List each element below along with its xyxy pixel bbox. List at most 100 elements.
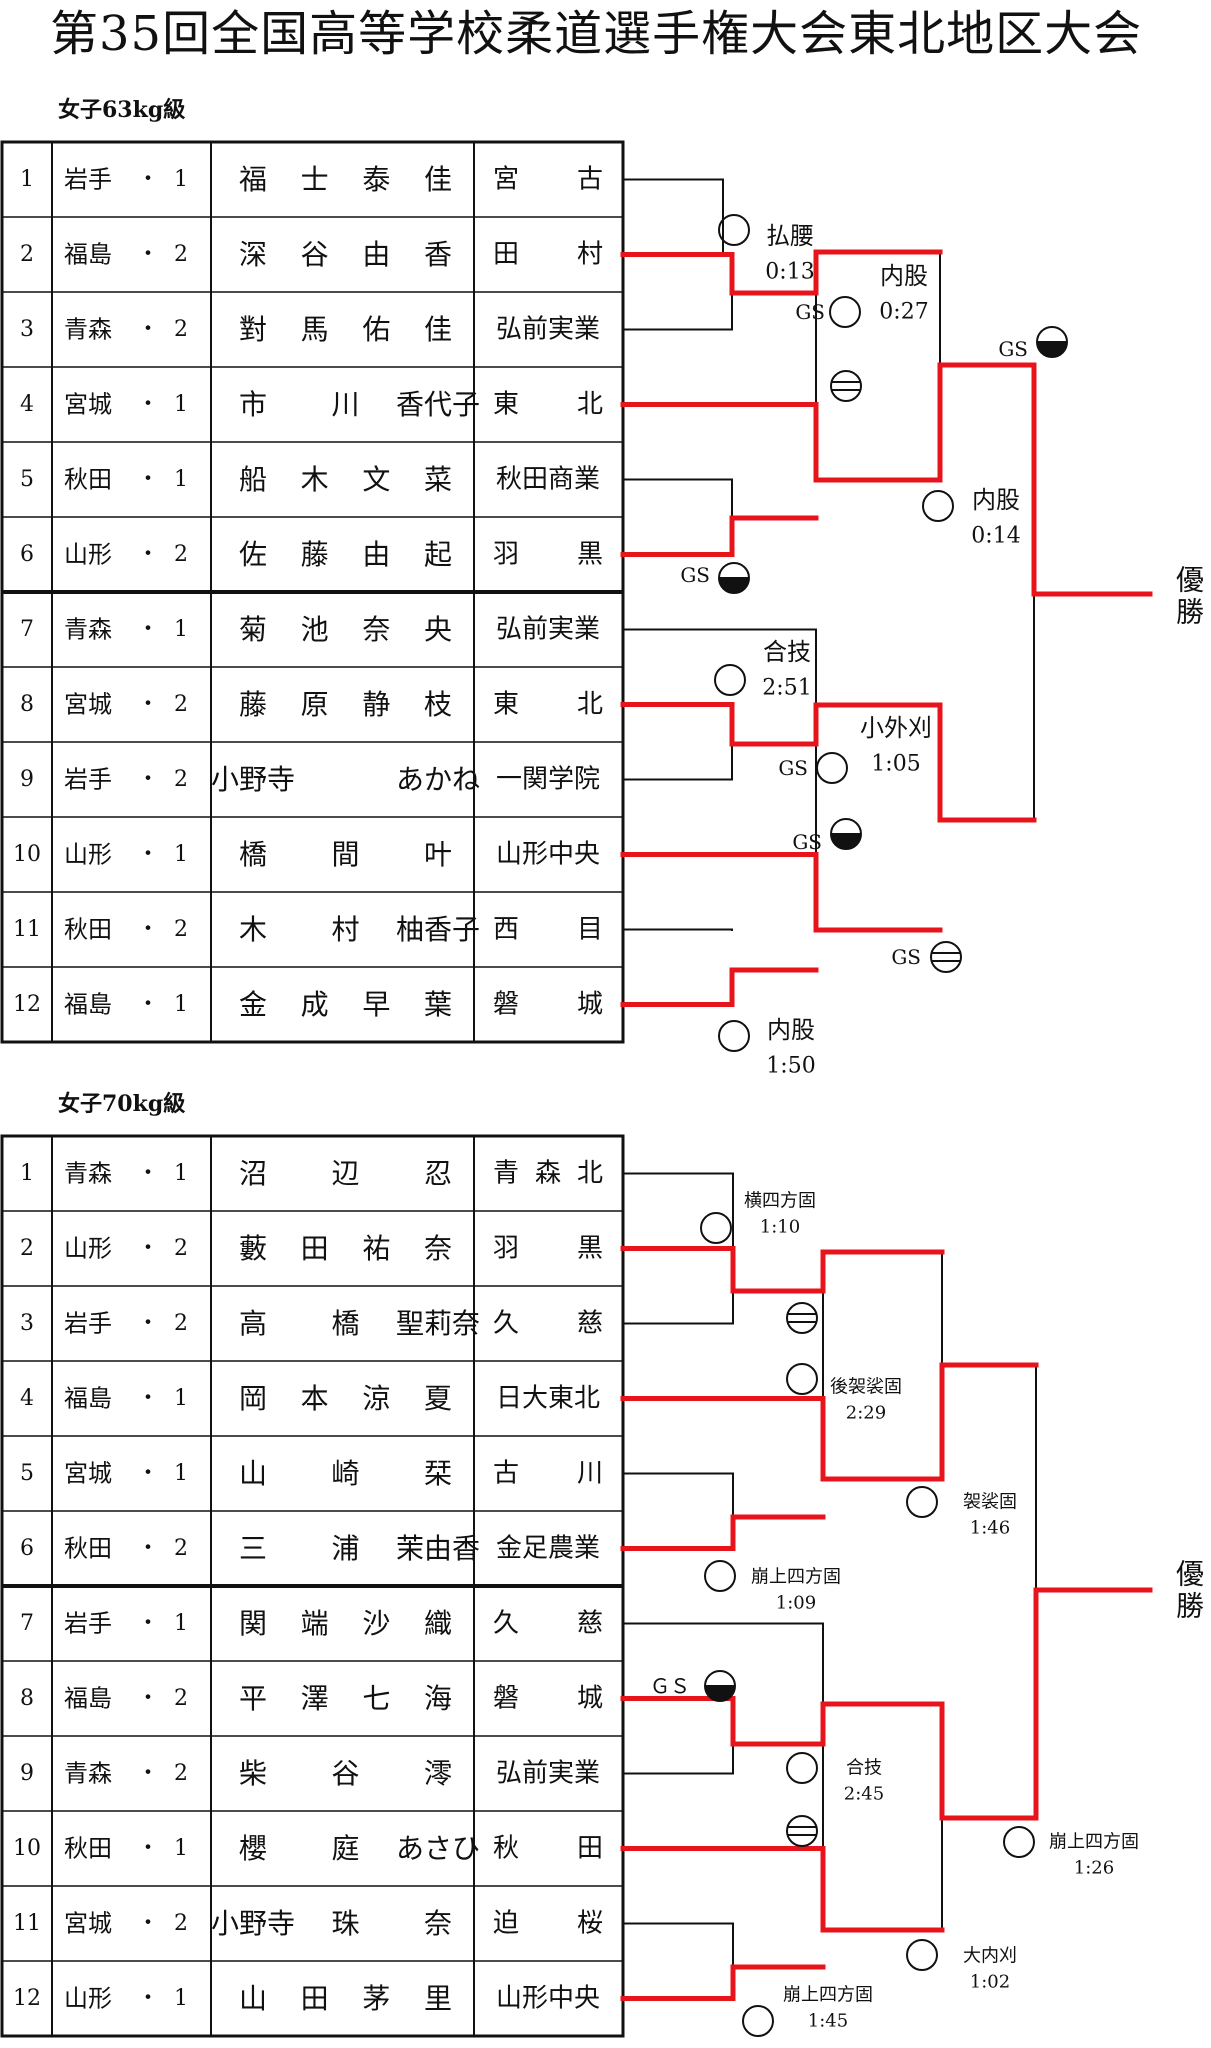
match-result: [786, 1815, 818, 1847]
result-symbol-circle: [922, 490, 954, 522]
entry-separator: ・: [137, 392, 159, 417]
entry-number: 12: [13, 992, 41, 1017]
golden-score-label: GS: [795, 300, 825, 324]
entry-school-part: 宮: [493, 165, 519, 195]
entry-separator: ・: [137, 1611, 159, 1636]
entry-separator: ・: [137, 917, 159, 942]
winner-char: 勝: [1176, 1590, 1204, 1623]
entry-prefecture: 青森: [64, 1160, 112, 1188]
entry-name-part: 佳: [424, 163, 452, 196]
entry-school-part: 迫: [493, 1909, 519, 1939]
technique-label: 合技: [763, 638, 811, 666]
entry-school-part: 弘前実業: [496, 1759, 600, 1789]
entry-name-part: 船: [239, 463, 267, 496]
entry-grade: 2: [174, 1686, 188, 1711]
entry-name-part: 辺: [331, 1157, 359, 1190]
technique-label: 内股: [880, 262, 928, 290]
entry-number: 11: [13, 917, 41, 942]
entry-name-part: 奈: [424, 1232, 452, 1265]
entry-name-part: 葉: [424, 988, 452, 1021]
entry-grade: 1: [174, 392, 188, 417]
entry-school-part: 久: [493, 1609, 519, 1639]
winner-char: 優: [1176, 564, 1204, 597]
entry-school-part: 羽: [493, 1234, 519, 1264]
technique-label: 袈裟固: [963, 1492, 1017, 1513]
entry-name-part: 橋: [239, 838, 267, 871]
entry-name-part: 馬: [301, 313, 329, 346]
entry-number: 8: [20, 1686, 34, 1711]
technique-label: 合技: [846, 1758, 882, 1779]
half-fill: [719, 578, 749, 593]
entry-separator: ・: [137, 1836, 159, 1861]
entry-name-part: 平: [239, 1682, 267, 1715]
symbol-circle: [930, 941, 962, 973]
winner-char: 優: [1176, 1558, 1204, 1591]
entry-prefecture: 福島: [64, 991, 112, 1019]
entry-number: 3: [20, 317, 34, 342]
entry-name-part: 聖莉奈: [396, 1307, 480, 1340]
bracket-line: [622, 1251, 824, 1400]
entry-name-part: 佳: [424, 313, 452, 346]
entry-school-part: 田: [493, 240, 519, 270]
entry-name-part: 池: [301, 613, 329, 646]
entry-school-part: 弘前実業: [496, 615, 600, 645]
entry-separator: ・: [137, 1386, 159, 1411]
entry-school-part: 青: [493, 1159, 519, 1189]
entry-grade: 1: [174, 1836, 188, 1861]
entry-school-part: 桜: [577, 1909, 603, 1939]
entry-name-part: 間: [331, 838, 359, 871]
entry-name-part: 端: [301, 1607, 329, 1640]
result-symbol-circle: [718, 1020, 750, 1052]
technique-label: 大内刈: [963, 1946, 1017, 1967]
entry-separator: ・: [137, 1536, 159, 1561]
entry-grade: 2: [174, 1536, 188, 1561]
entry-grade: 1: [174, 1986, 188, 2011]
entry-name-part: 由: [362, 538, 390, 571]
time-label: 1:05: [871, 752, 920, 777]
entry-name-part: 高: [239, 1307, 267, 1340]
entry-name-part: 栞: [424, 1457, 452, 1490]
entry-name-part: 菜: [424, 463, 452, 496]
bracket-70kg: 横四方固1:10後袈裟固2:29袈裟固1:46崩上四方固1:09ＧＳ合技2:45…: [620, 1172, 1204, 2037]
time-label: 1:09: [776, 1593, 816, 1614]
entry-name-part: 橋: [331, 1307, 359, 1340]
entry-prefecture: 岩手: [64, 1610, 112, 1638]
result-symbol-circle: [906, 1939, 938, 1971]
entry-prefecture: 宮城: [64, 691, 112, 719]
entry-number: 5: [20, 1461, 34, 1486]
entry-name-part: 山: [239, 1982, 267, 2015]
entry-grade: 2: [174, 767, 188, 792]
entry-school-part: 古: [577, 165, 603, 195]
entry-name-part: 木: [301, 463, 329, 496]
match-result: [786, 1302, 818, 1334]
result-symbol-half: [704, 1670, 736, 1702]
entry-name-part: 由: [362, 238, 390, 271]
entry-number: 10: [13, 842, 41, 867]
match-result: 内股0:14: [922, 486, 1021, 549]
entry-grade: 2: [174, 242, 188, 267]
symbol-circle: [906, 1486, 938, 1518]
entry-separator: ・: [137, 242, 159, 267]
entry-school-part: 秋田商業: [496, 465, 600, 495]
entry-prefecture: 秋田: [64, 1835, 112, 1863]
entry-school-part: 目: [577, 915, 603, 945]
symbol-circle: [786, 1815, 818, 1847]
entry-name-part: 佑: [362, 313, 390, 346]
entry-grade: 2: [174, 317, 188, 342]
match-result: GS: [998, 326, 1068, 361]
winner-line: [620, 515, 819, 557]
